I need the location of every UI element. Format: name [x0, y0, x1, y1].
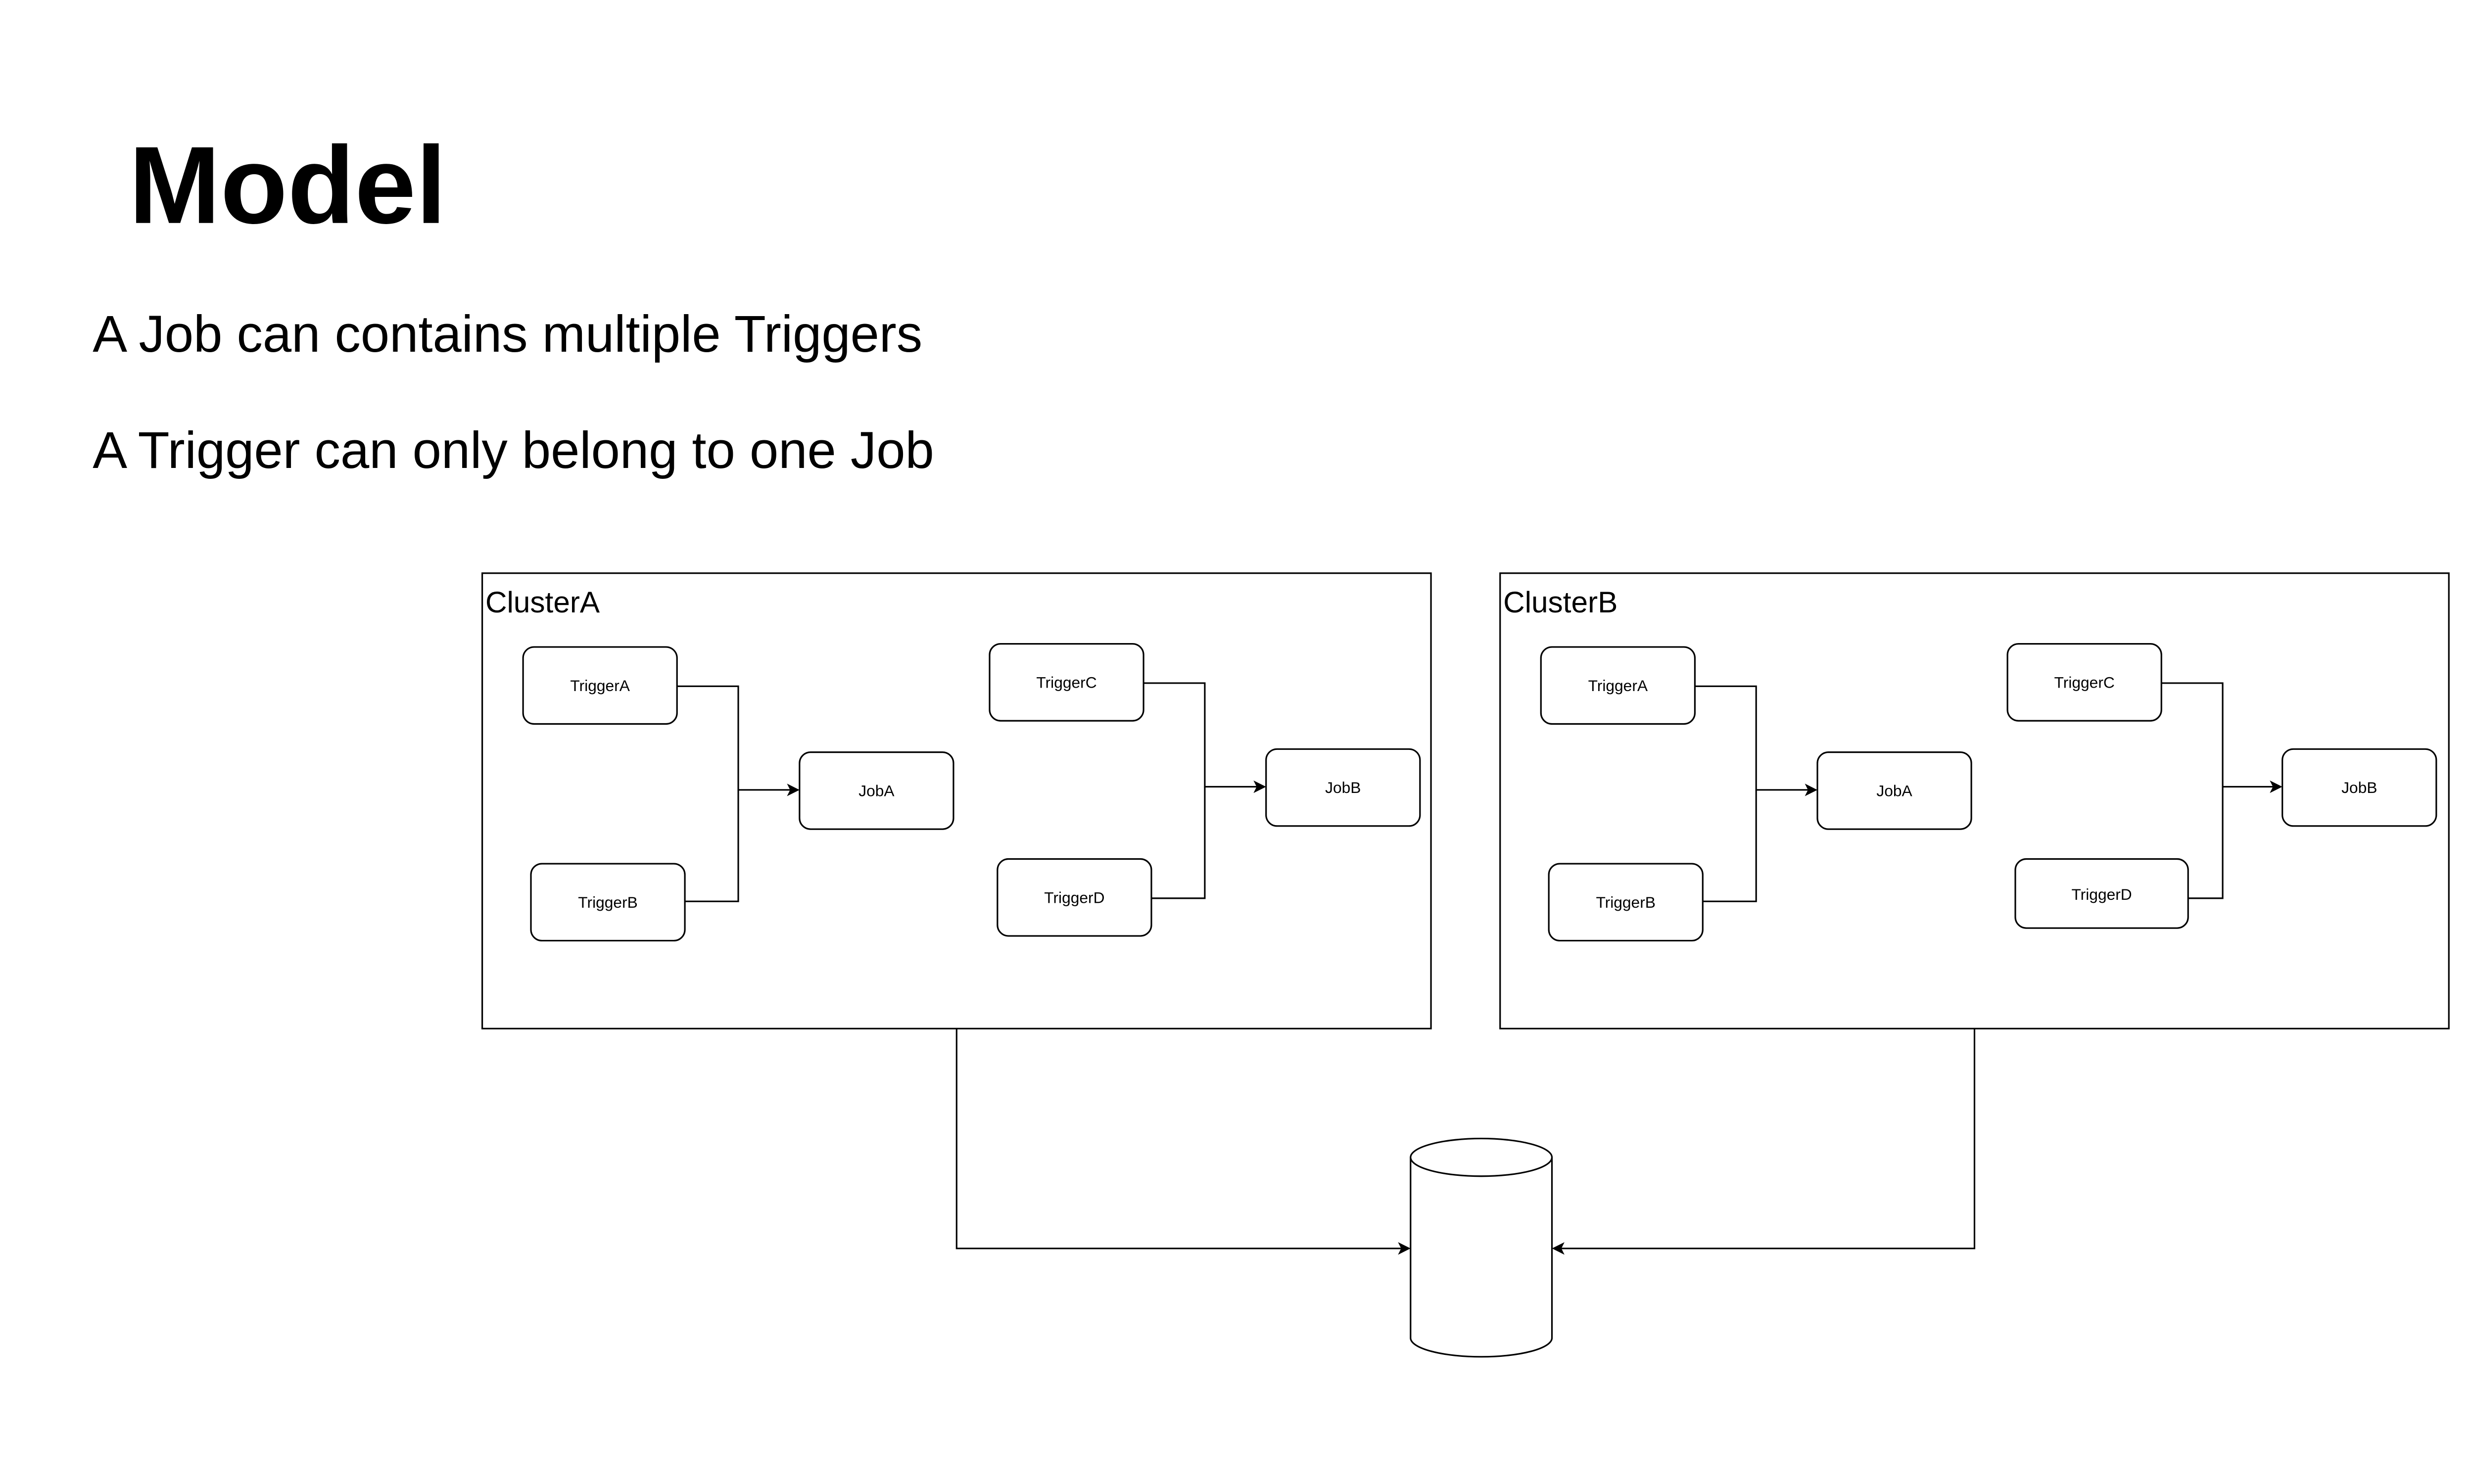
edge-trigger-c-job-b [2161, 682, 2283, 793]
edge-trigger-a-job-a [677, 685, 800, 796]
job-b-label: JobB [2341, 779, 2377, 796]
trigger-d-label: TriggerD [1044, 888, 1104, 906]
trigger-b-label: TriggerB [578, 893, 638, 911]
cluster-a: ClusterA TriggerA TriggerB JobA TriggerC… [481, 572, 1432, 1029]
cluster-a-label: ClusterA [485, 585, 600, 619]
database-body [1410, 1157, 1553, 1358]
job-a-label: JobA [858, 782, 895, 800]
database-cylinder [1410, 1137, 1553, 1358]
cluster-b-label: ClusterB [1503, 585, 1618, 619]
edge-trigger-d-job-b [1151, 787, 1206, 899]
edge-trigger-a-job-a [1695, 685, 1818, 796]
trigger-a-label: TriggerA [1588, 677, 1648, 695]
job-b-node [1265, 748, 1421, 827]
trigger-d-node [2014, 858, 2189, 929]
edge-trigger-b-job-a [1703, 789, 1757, 902]
trigger-c-node [2006, 643, 2162, 722]
trigger-c-label: TriggerC [1036, 673, 1096, 691]
job-a-node [1816, 751, 1972, 830]
database-top [1410, 1137, 1553, 1177]
trigger-a-label: TriggerA [570, 677, 630, 695]
bullet-2: A Trigger can only belong to one Job [93, 421, 934, 479]
trigger-c-label: TriggerC [2054, 673, 2115, 691]
edge-cluster-a-database [955, 1028, 1411, 1255]
edge-trigger-b-job-a [685, 789, 739, 902]
cluster-b: ClusterB TriggerA TriggerB JobA TriggerC… [1499, 572, 2450, 1029]
page-title: Model [129, 124, 446, 247]
bullet-1: A Job can contains multiple Triggers [93, 305, 922, 363]
job-b-node [2282, 748, 2437, 827]
edge-trigger-d-job-b [2188, 787, 2224, 899]
slide: Model A Job can contains multiple Trigge… [93, 124, 2450, 1358]
edge-cluster-b-database [1552, 1028, 1976, 1255]
trigger-b-label: TriggerB [1596, 893, 1656, 911]
job-a-label: JobA [1876, 782, 1912, 800]
trigger-d-label: TriggerD [2071, 885, 2132, 903]
edge-trigger-c-job-b [1143, 682, 1266, 793]
job-b-label: JobB [1325, 779, 1361, 796]
